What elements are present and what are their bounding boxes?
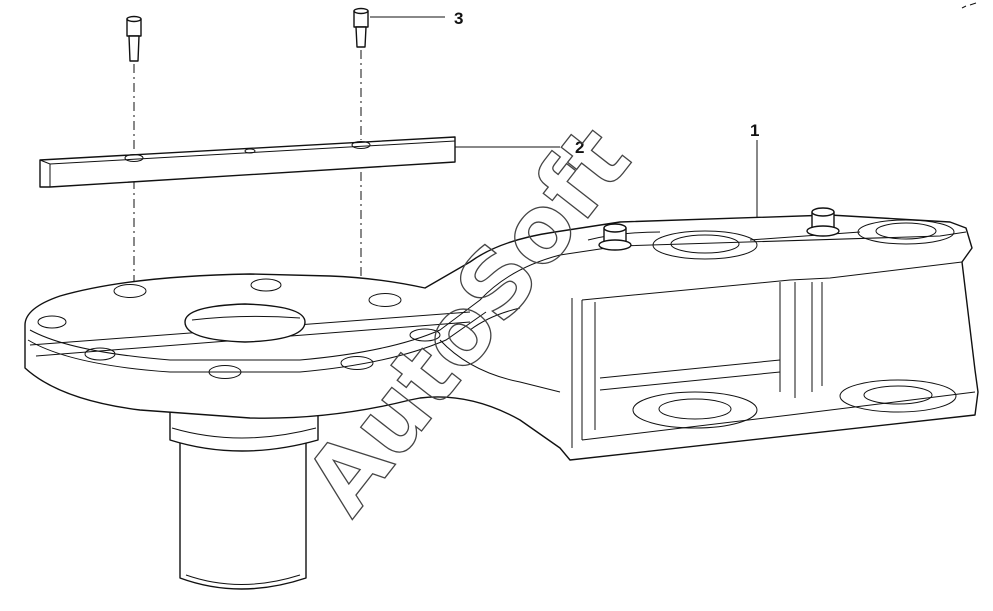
grease-nipple-right <box>806 207 840 237</box>
callout-3: 3 <box>454 9 463 28</box>
swivel-arm <box>24 207 979 590</box>
screw-right <box>353 7 369 48</box>
grease-nipple-left <box>598 223 632 251</box>
screw-left <box>126 15 142 62</box>
flange-holes <box>37 278 441 379</box>
clamping-bar <box>39 136 456 188</box>
corner-mark <box>961 2 977 9</box>
callout-2: 2 <box>575 138 584 157</box>
leader-lines <box>370 16 758 218</box>
callout-1: 1 <box>750 121 759 140</box>
